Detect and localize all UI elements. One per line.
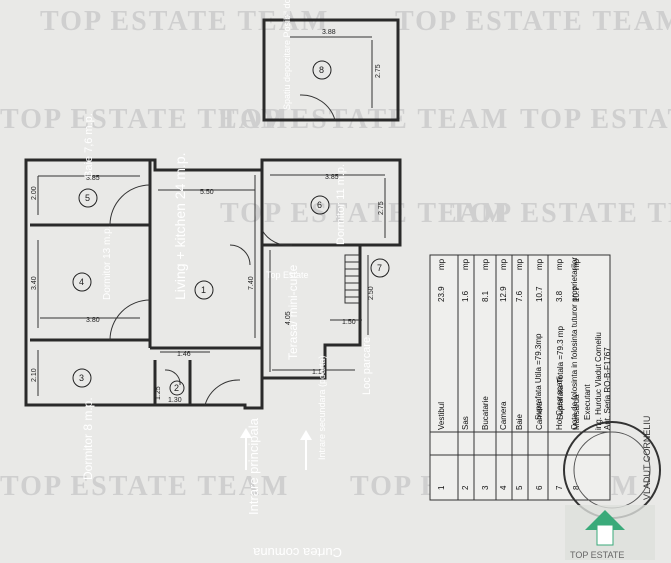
table-cell-nr: 2 [461,485,470,490]
svg-text:4: 4 [79,277,84,287]
table-cell-name: Hol Casa scarii [555,376,564,430]
staircase [344,254,360,304]
label-top-estate: Top Estate [266,270,309,280]
svg-text:3: 3 [79,373,84,383]
room-label-loc-parcare: Loc parcare [361,337,373,395]
svg-text:3.80: 3.80 [86,317,100,324]
svg-text:3.85: 3.85 [86,175,100,182]
table-cell-unit: mp [437,258,446,270]
table-cell-nr: 1 [437,485,446,490]
room-label-baie: Baie 7,6 m.p. [83,113,95,178]
table-cell-name: Camera [535,401,544,430]
table-cell-unit: mp [461,258,470,270]
entrance-arrows [240,428,312,470]
table-cell-unit: mp [499,258,508,270]
main-plan: 3.85 2.00 5.50 3.40 3.80 7.40 2.10 1.46 … [24,158,402,410]
label-intrare-secundara: Intrare secundara (poarta) [317,355,327,460]
watermark: TOP ESTATE TEAM [220,198,509,229]
table-cell-unit: mp [535,258,544,270]
table-cell-area: 1.6 [461,290,470,302]
table-cell-nr: 7 [555,485,564,490]
logo-text: TOP ESTATE [570,550,624,560]
aut-number: Aut. Seria RO-B-F1767 [603,347,612,430]
storage-room: 3.88 2.75 8 [262,18,400,122]
room-label-storage: Spatiu depozitare Posibil dormitor [282,0,292,110]
room-label-dormitor-11: Dormitor 11 m.p. [335,164,347,245]
table-cell-unit: mp [515,258,524,270]
svg-text:3.40: 3.40 [31,276,38,290]
stamp-text: VLADUT CORNELIU [642,416,652,500]
suprafata-totala: Suprafata Totala =79.3 mp [556,326,565,420]
watermark: TOP ESTATE TEAM [520,104,671,135]
table-cell-name: Camera [499,401,508,430]
table-cell-area: 3.8 [555,290,564,302]
table-cell-nr: 6 [535,485,544,490]
watermark: TOP ESTATE TEAM [0,104,289,135]
table-cell-nr: 8 [572,485,581,490]
table-cell-area: 12.9 [499,286,508,302]
table-cell-name: Mansarda [572,394,581,430]
table-cell-name: Vestibul [437,402,446,430]
svg-text:2: 2 [174,383,179,393]
label-curtea-comuna: Curtea comuna [252,545,342,560]
table-cell-name: Baie [515,413,524,430]
table-cell-name: Sas [461,416,470,430]
table-cell-nr: 3 [481,485,490,490]
room-label-terasa: Terasa/ mini-curte [286,264,300,360]
room-label-dormitor-8: Dormitor 8 m.p. [81,397,95,480]
room-label-living: Living + kitchen 24 m.p. [172,153,188,300]
executant-name: ing. Hurduc Vladut Corneliu [594,332,603,430]
area-table: 1 Vestibul 23.9 mp 2 Sas 1.6 mp 3 Bucatarie 8.1 mp 4… [429,254,612,501]
watermark-layer: TOP ESTATE TEAM TOP ESTATE TEAM TOP ESTA… [0,6,671,502]
suprafata-utila: Suprafata Utila =79.3mp [534,333,543,420]
watermark: TOP ESTATE TEAM [0,471,289,502]
label-intrare-principala: Intrare principala [246,417,261,515]
svg-text:3.88: 3.88 [322,29,336,36]
svg-text:1.14: 1.14 [312,369,326,376]
svg-text:1.46: 1.46 [177,351,191,358]
cota-note: Cota de folosinta in folosinta tuturor p… [570,257,579,430]
table-cell-unit: mp [555,258,564,270]
watermark: TOP ESTATE TEAM [450,198,671,229]
svg-text:6: 6 [317,200,322,210]
table-cell-area: 8.1 [481,290,490,302]
table-cell-nr: 4 [499,485,508,490]
svg-text:3.85: 3.85 [325,174,339,181]
svg-text:8: 8 [319,65,324,75]
table-cell-name: Bucatarie [481,396,490,430]
table-cell-area: 10.7 [572,286,581,302]
svg-text:2.50: 2.50 [368,286,375,300]
svg-text:1: 1 [201,285,206,295]
table-cell-nr: 5 [515,485,524,490]
table-cell-area: 10.7 [535,286,544,302]
table-cell-area: 23.9 [437,286,446,302]
svg-text:2.75: 2.75 [375,64,382,78]
table-cell-area: 7.6 [515,290,524,302]
svg-text:1.30: 1.30 [168,397,182,404]
svg-text:2.10: 2.10 [31,368,38,382]
svg-text:1.50: 1.50 [342,319,356,326]
svg-text:5.50: 5.50 [200,189,214,196]
svg-text:2.00: 2.00 [31,186,38,200]
room-numbers: 5 4 1 6 7 3 2 [72,188,390,396]
room-label-dormitor-13: Dormitor 13 m.p. [102,226,113,300]
svg-text:7.40: 7.40 [248,276,255,290]
svg-text:5: 5 [85,193,90,203]
watermark: TOP ESTATE TEAM [395,6,671,37]
svg-text:1.25: 1.25 [155,386,162,400]
svg-text:7: 7 [377,263,382,273]
svg-text:2.75: 2.75 [378,201,385,215]
table-cell-unit: mp [481,258,490,270]
top-estate-logo: TOP ESTATE [565,505,655,560]
executant-label: Executant [583,384,592,420]
table-cell-unit: mp [572,258,581,270]
svg-text:4.05: 4.05 [285,311,292,325]
room-labels: Baie 7,6 m.p. Dormitor 13 m.p. Living + … [81,0,373,560]
